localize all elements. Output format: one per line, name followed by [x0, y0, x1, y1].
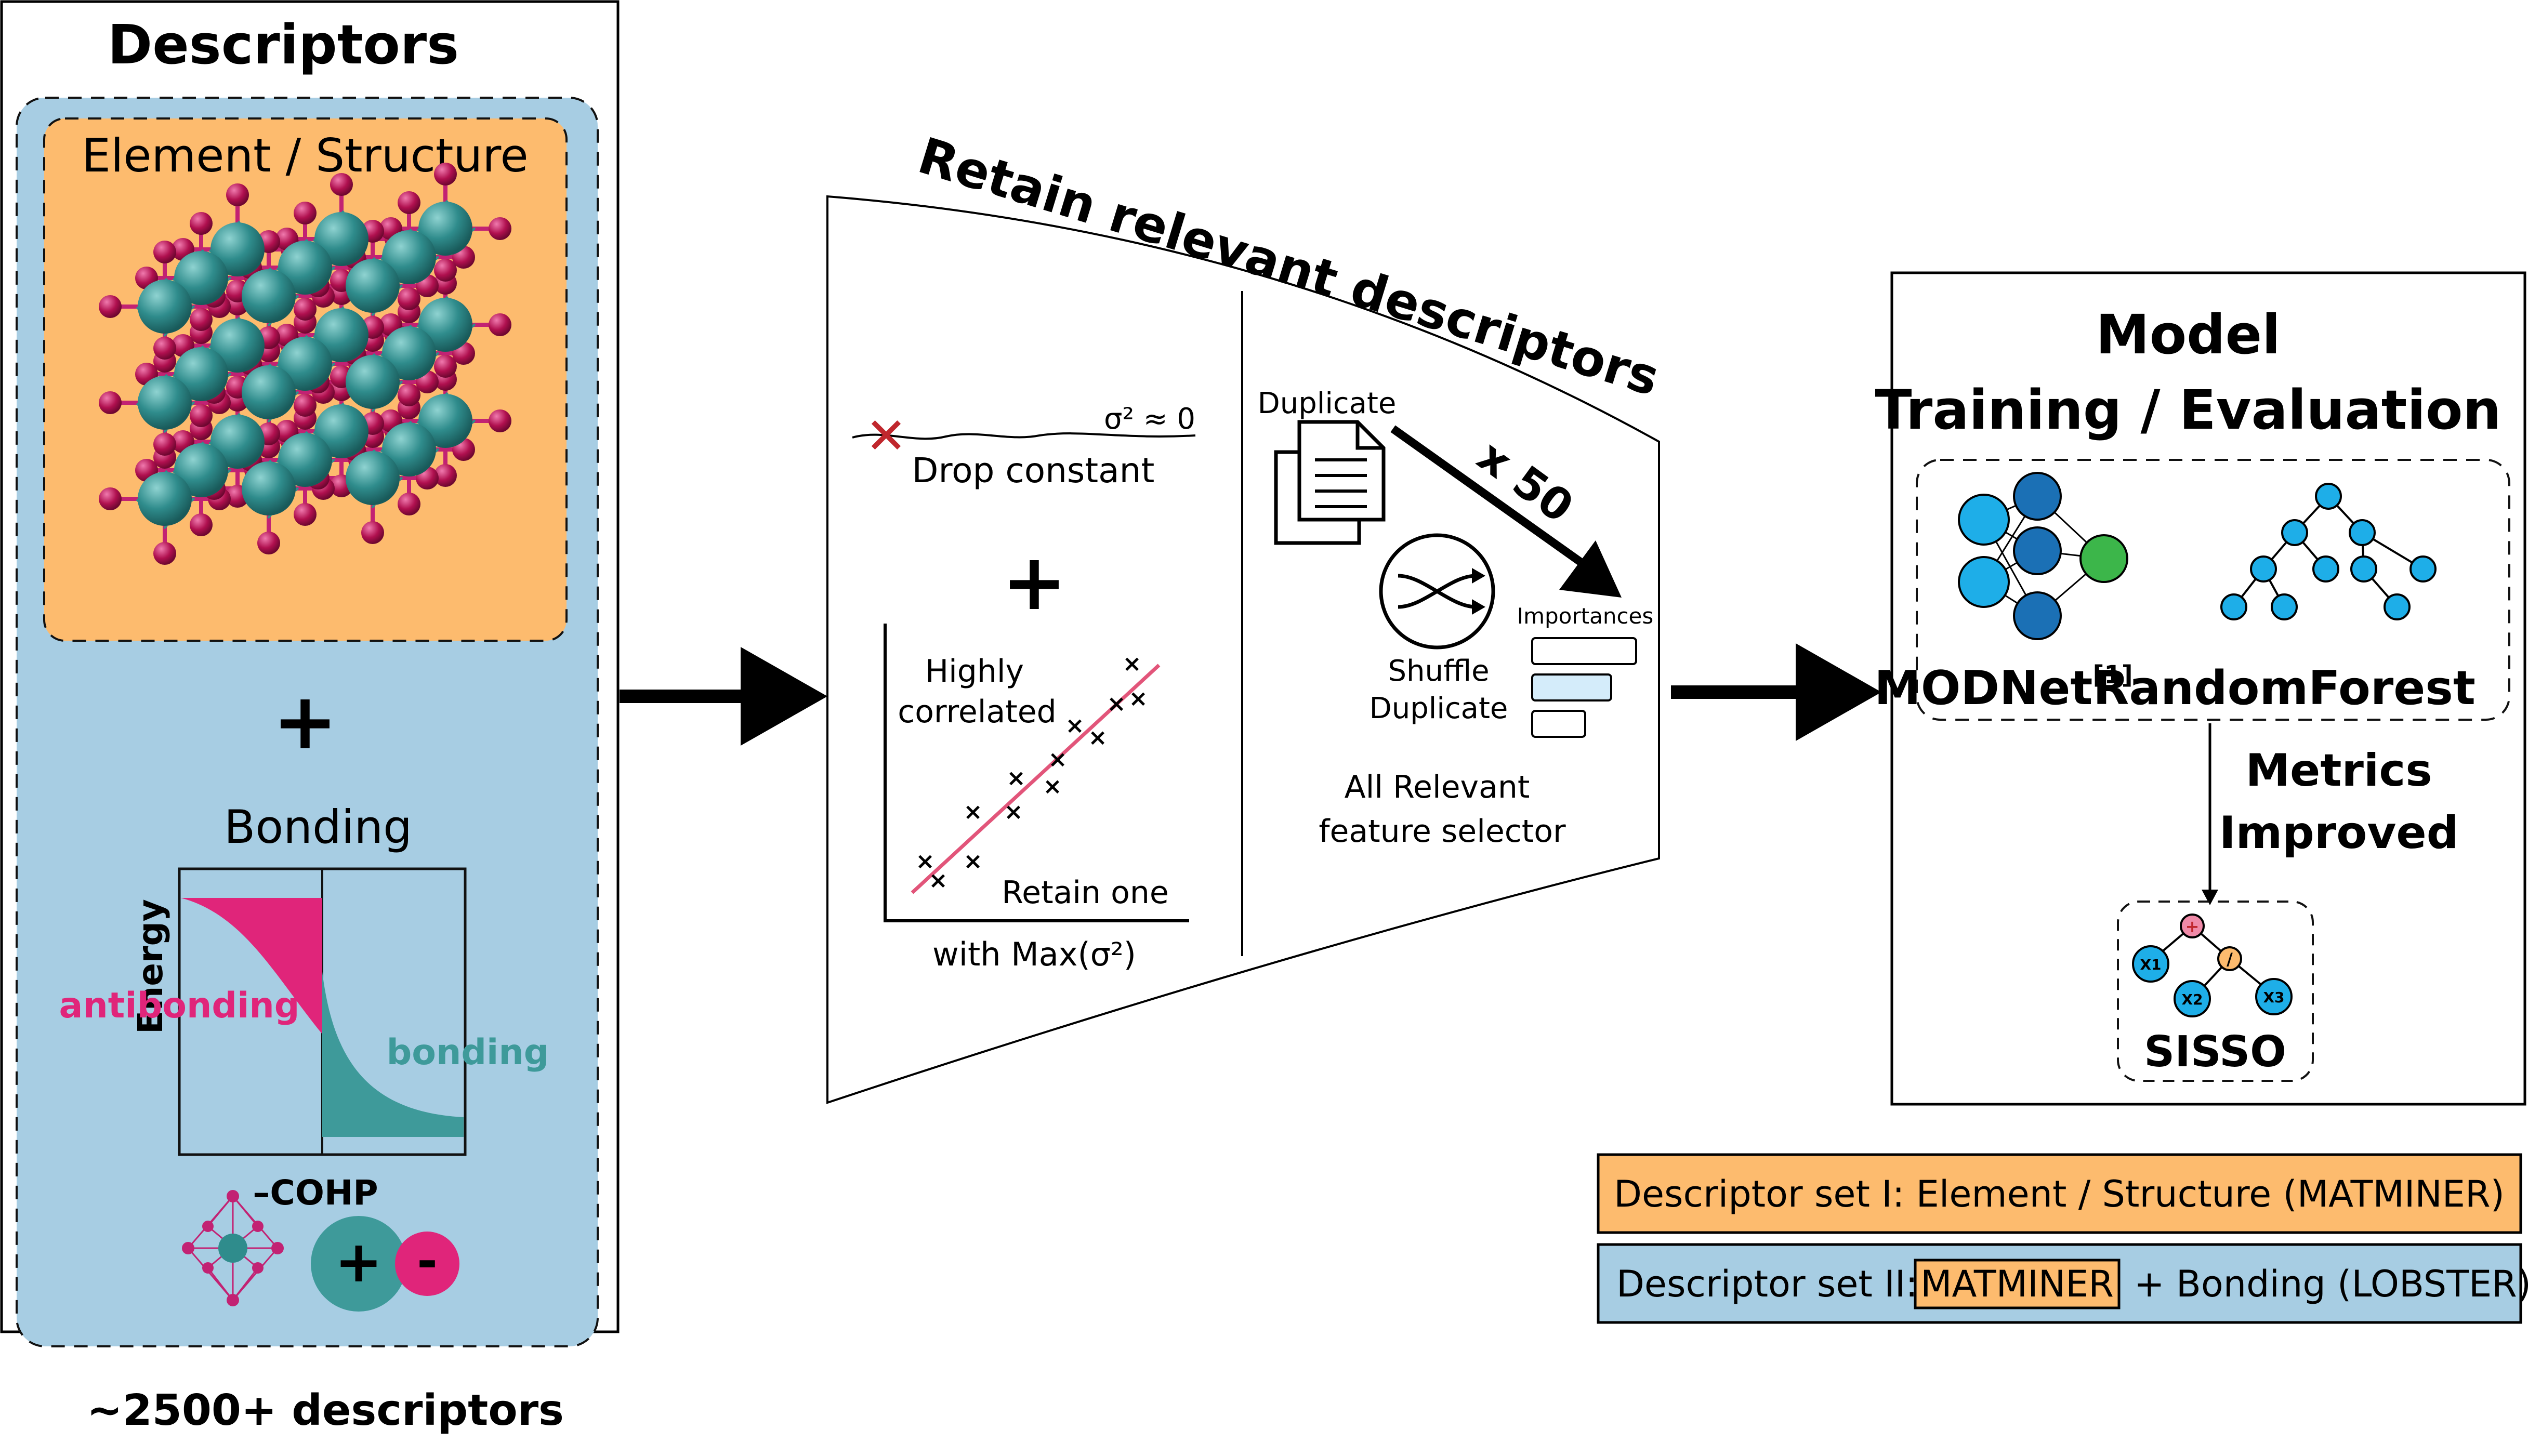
tree-node — [2384, 593, 2411, 620]
energy-axis-label: Energy — [130, 899, 170, 1034]
duplicate-label: Duplicate — [1258, 387, 1397, 420]
scatter-point: × — [1129, 685, 1148, 712]
legend-set2-box — [1597, 1243, 2522, 1324]
bonding-curve-label: bonding — [387, 1032, 549, 1073]
nn-hidden-node — [2013, 591, 2062, 640]
element-structure-label: Element / Structure — [82, 129, 528, 182]
scatter-point: × — [964, 799, 983, 825]
constant-feature-line — [852, 432, 1196, 440]
improved-label: Improved — [2219, 807, 2459, 859]
tree-node — [2349, 519, 2376, 546]
scatter-point: × — [1048, 746, 1068, 773]
cohp-axis-label: –COHP — [253, 1173, 378, 1213]
scatter-point: × — [1065, 712, 1085, 739]
legend-set2-suffix: + Bonding (LOBSTER) — [2134, 1263, 2528, 1305]
importance-bars — [1531, 637, 1637, 738]
sisso-plus-node: + — [2185, 917, 2200, 936]
minus-sign: - — [417, 1232, 438, 1290]
legend-set1-box — [1597, 1153, 2522, 1234]
scatter-point: × — [1043, 773, 1062, 800]
shuffle-label: Shuffle — [1388, 654, 1489, 688]
modnet-label: MODNet[1] — [1874, 660, 2132, 716]
sisso-tree-icon: + / X1 X2 X3 — [2132, 914, 2293, 1017]
legend-matminer-box — [1914, 1259, 2121, 1309]
repeat-arrow-line — [1390, 425, 1593, 573]
nn-hidden-node — [2013, 526, 2062, 575]
regression-line — [911, 664, 1161, 894]
feature-selection-funnel: Retain relevant descriptors ✕ σ² ≈ 0 Dro… — [826, 126, 1666, 1104]
octahedron-icon — [182, 1190, 284, 1306]
descriptor-count: ~2500+ descriptors — [87, 1386, 564, 1435]
sigma-label: σ² ≈ 0 — [1104, 402, 1195, 436]
nn-input-node — [1958, 556, 2010, 608]
sisso-x3-node: X3 — [2263, 989, 2284, 1006]
neural-network-icon — [1958, 472, 2128, 640]
tree-node — [2312, 555, 2339, 583]
models-dashed-box — [1916, 459, 2510, 721]
descriptors-panel: Descriptors Element / Structure + Bondin… — [0, 0, 620, 1435]
anion-circle — [395, 1232, 459, 1296]
legend: Descriptor set I: Element / Structure (M… — [1597, 1153, 2528, 1324]
cohp-plot: Energy antibonding bonding –COHP — [59, 867, 549, 1213]
descriptors-title: Descriptors — [108, 13, 459, 76]
scatter-point: × — [1088, 724, 1108, 751]
model-title-2: Training / Evaluation — [1875, 378, 2501, 442]
feature-selector-label: feature selector — [1319, 813, 1566, 850]
sisso-label: SISSO — [2144, 1027, 2286, 1077]
scatter-point: × — [964, 848, 983, 875]
with-max-label: with Max(σ²) — [932, 935, 1136, 973]
antibonding-area — [181, 898, 322, 1034]
importances-label: Importances — [1517, 603, 1654, 629]
tree-node — [2315, 483, 2342, 510]
all-relevant-label: All Relevant — [1345, 769, 1530, 805]
tree-node — [2220, 593, 2247, 620]
tree-node — [2350, 555, 2377, 583]
antibonding-label: antibonding — [59, 985, 300, 1026]
legend-set2-prefix: Descriptor set II: — [1616, 1263, 1918, 1305]
correlated-label: correlated — [898, 694, 1057, 730]
scatter-point: × — [1107, 691, 1126, 717]
descriptors-plus: + — [272, 677, 338, 767]
bonding-area — [322, 972, 464, 1137]
sisso-x1-node: X1 — [2140, 956, 2161, 973]
duplicate-documents-icon — [1274, 420, 1386, 545]
shuffle-duplicate-label: Duplicate — [1370, 692, 1508, 725]
scatter-point: × — [929, 867, 948, 894]
nn-output-node — [2079, 534, 2128, 583]
tree-node — [2250, 555, 2277, 583]
cation-circle — [311, 1216, 406, 1312]
plus-sign: + — [335, 1228, 383, 1295]
tree-node — [2281, 519, 2308, 546]
tree-node — [2410, 555, 2437, 583]
sisso-div-node: / — [2227, 949, 2233, 969]
scatter-point: × — [1004, 799, 1023, 825]
shuffle-icon — [1379, 533, 1495, 650]
scatter-point: × — [1007, 765, 1026, 791]
correlation-scatter: ××××××××××××× Highly correlated Retain o… — [884, 624, 1189, 973]
bonding-label: Bonding — [224, 800, 412, 854]
crystal-structure-image — [99, 163, 511, 565]
tree-node — [2271, 593, 2298, 620]
drop-constant-label: Drop constant — [912, 451, 1155, 491]
selection-plus: + — [1002, 537, 1067, 628]
legend-matminer-label: MATMINER — [1920, 1263, 2114, 1305]
metrics-label: Metrics — [2245, 745, 2432, 797]
nn-input-node — [1958, 494, 2010, 546]
random-forest-label: RandomForest — [2093, 661, 2476, 716]
retain-one-label: Retain one — [1002, 875, 1169, 911]
drop-cross-icon: ✕ — [865, 407, 907, 465]
scatter-point: × — [1123, 651, 1142, 677]
sisso-x2-node: X2 — [2181, 991, 2203, 1008]
repeat-arrow-head — [1559, 540, 1622, 598]
random-forest-tree-icon — [2220, 483, 2437, 620]
legend-set1-label: Descriptor set I: Element / Structure (M… — [1614, 1173, 2505, 1215]
scatter-point: × — [916, 848, 935, 875]
arrow-to-model — [1671, 643, 1881, 741]
model-title-1: Model — [2096, 303, 2281, 366]
nn-hidden-node — [2013, 472, 2062, 521]
arrow-to-selection — [620, 647, 827, 746]
highly-label: Highly — [925, 653, 1024, 690]
model-panel: Model Training / Evaluation MODNet[1] Ra… — [1874, 271, 2526, 1106]
